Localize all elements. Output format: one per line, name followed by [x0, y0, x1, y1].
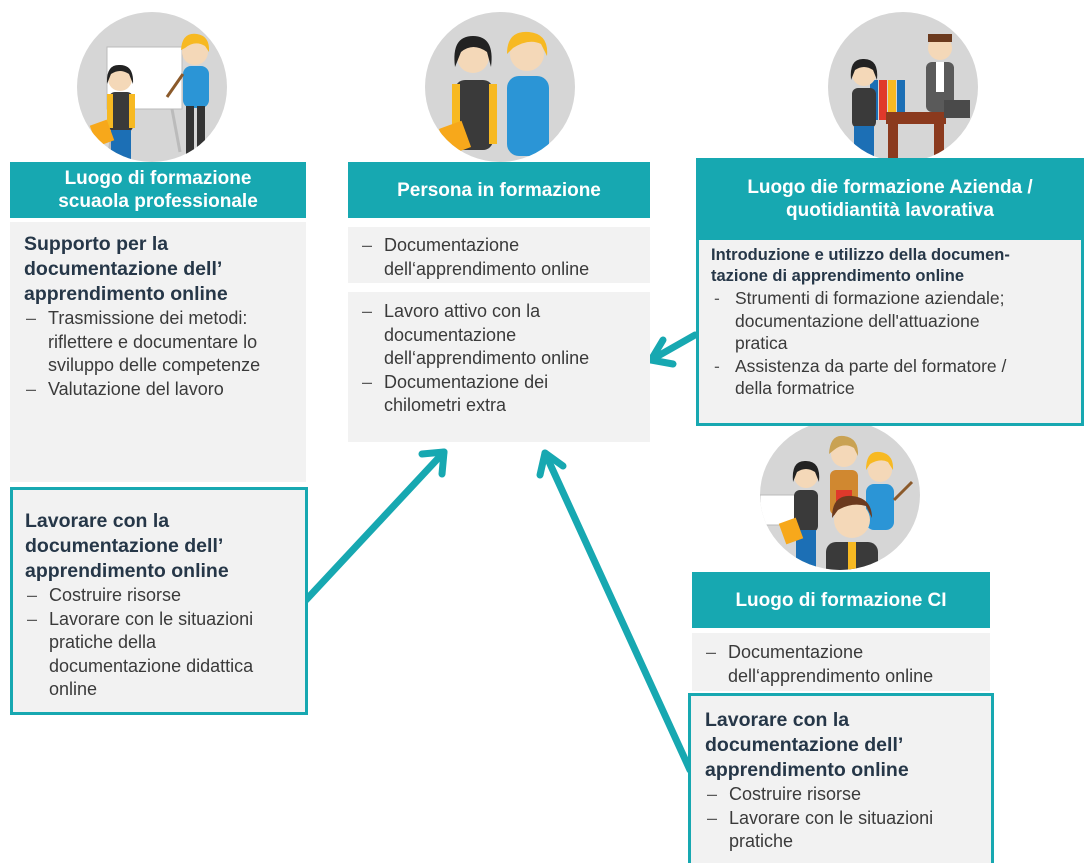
school-work-heading: Lavorare con la documentazione dell’ app… [25, 510, 229, 582]
list-item: Documentazione dei chilometri extra [360, 371, 650, 418]
school-title-line1: Luogo di formazione [64, 168, 252, 189]
company-heading: Introduzione e utilizzo della documen- t… [711, 246, 1010, 285]
list-item: Lavoro attivo con la documentazione dell… [360, 300, 650, 371]
ci-illustration [760, 420, 920, 570]
list-item: Lavorare con le situazioni pratiche dell… [25, 608, 305, 702]
arrow-company-to-learner [647, 331, 699, 364]
learner-doc-list: Documentazione dell‘apprendimento online [360, 234, 650, 281]
school-support-list: Trasmissione dei metodi: riflettere e do… [24, 307, 306, 401]
learner-work-box: Lavoro attivo con la documentazione dell… [348, 292, 650, 442]
school-title-bar: Luogo di formazione scuaola professional… [10, 162, 306, 218]
school-work-list: Costruire risorse Lavorare con le situaz… [25, 584, 305, 702]
arrow-company-to-learner-head [647, 336, 677, 368]
list-item: Documentazione dell‘apprendimento online [360, 234, 650, 281]
school-illustration [77, 12, 227, 162]
arrow-school-to-learner [302, 448, 448, 604]
arrow-school-to-learner-head [418, 448, 448, 478]
list-item: Costruire risorse [25, 584, 305, 608]
learner-work-list: Lavoro attivo con la documentazione dell… [360, 300, 650, 418]
company-title-line2: quotidiantità lavorativa [786, 200, 994, 221]
school-title-line2: scuaola professionale [58, 191, 258, 212]
list-item: Documentazione dell‘apprendimento online [704, 641, 990, 688]
company-list: Strumenti di formazione aziendale; docum… [711, 287, 1081, 400]
ci-title-bar: Luogo di formazione CI [692, 572, 990, 628]
list-item: Strumenti di formazione aziendale; docum… [711, 287, 1081, 355]
ci-work-list: Costruire risorse Lavorare con le situaz… [705, 783, 991, 854]
learner-doc-box: Documentazione dell‘apprendimento online [348, 227, 650, 283]
arrow-ci-to-learner-head [536, 449, 567, 479]
company-illustration [828, 12, 978, 162]
ci-doc-box: Documentazione dell‘apprendimento online [692, 633, 990, 691]
list-item: Lavorare con le situazioni pratiche [705, 807, 991, 854]
learner-title-bar: Persona in formazione [348, 162, 650, 218]
school-work-box: Lavorare con la documentazione dell’ app… [10, 487, 308, 715]
list-item: Assistenza da parte del formatore / dell… [711, 355, 1081, 400]
list-item: Trasmissione dei metodi: riflettere e do… [24, 307, 306, 378]
learner-illustration [425, 12, 575, 162]
ci-title: Luogo di formazione CI [735, 589, 947, 611]
company-title-bar: Luogo die formazione Azienda / quotidian… [696, 158, 1084, 240]
ci-doc-list: Documentazione dell‘apprendimento online [704, 641, 990, 688]
arrow-ci-to-learner [541, 449, 694, 774]
list-item: Valutazione del lavoro [24, 378, 306, 402]
ci-work-heading: Lavorare con la documentazione dell’ app… [705, 709, 909, 781]
company-title-line1: Luogo die formazione Azienda / [747, 177, 1033, 198]
learner-title: Persona in formazione [397, 179, 601, 201]
list-item: Costruire risorse [705, 783, 991, 807]
company-box: Introduzione e utilizzo della documen- t… [696, 240, 1084, 426]
school-support-box: Supporto per la documentazione dell’ app… [10, 222, 306, 482]
ci-work-box: Lavorare con la documentazione dell’ app… [688, 693, 994, 863]
school-support-heading: Supporto per la documentazione dell’ app… [24, 233, 228, 305]
